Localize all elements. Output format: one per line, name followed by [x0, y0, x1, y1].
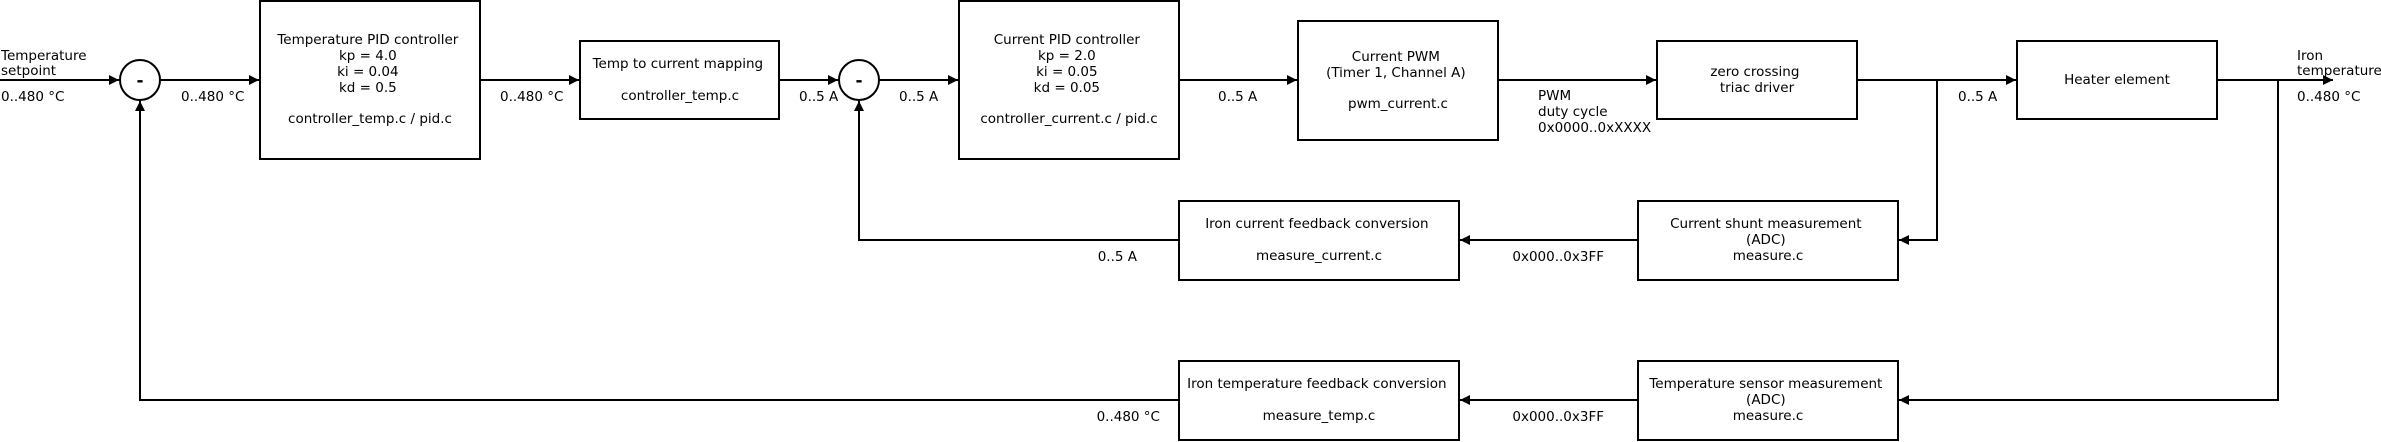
arrow-output-to-temp-sensor	[1899, 80, 2279, 405]
block-label: zero crossing triac driver	[1710, 64, 1803, 96]
block-label: Temperature PID controller kp = 4.0 ki =…	[276, 32, 462, 127]
label-error-range: 0..480 °C	[181, 89, 244, 105]
summing-junction-temperature: -	[119, 59, 161, 101]
label-heater-current-range: 0..5 A	[1958, 89, 1998, 105]
summing-junction-current: -	[838, 59, 880, 101]
arrow-current-fb-to-sum2	[854, 101, 1178, 241]
arrow-temp-fb-to-sum1	[135, 101, 1178, 401]
label-temperature-setpoint: Temperature setpoint	[0, 48, 91, 79]
label-current-error-range: 0..5 A	[899, 89, 939, 105]
label-current-pid-output-range: 0..5 A	[1218, 89, 1258, 105]
label-setpoint-range: 0..480 °C	[1, 89, 64, 105]
label-current-setpoint-range: 0..5 A	[799, 89, 839, 105]
label-temperature-feedback-range: 0..480 °C	[1097, 409, 1160, 425]
sum-sign: -	[136, 71, 143, 91]
label-sensor-adc-range: 0x000..0x3FF	[1512, 409, 1604, 425]
block-heater-element: Heater element	[2016, 40, 2218, 120]
block-temperature-pid-controller: Temperature PID controller kp = 4.0 ki =…	[259, 0, 481, 160]
block-label: Current PWM (Timer 1, Channel A) pwm_cur…	[1326, 49, 1470, 112]
block-current-shunt-measurement: Current shunt measurement (ADC) measure.…	[1637, 200, 1899, 281]
block-current-pwm: Current PWM (Timer 1, Channel A) pwm_cur…	[1297, 20, 1499, 141]
block-zero-crossing-triac-driver: zero crossing triac driver	[1656, 40, 1858, 120]
label-shunt-adc-range: 0x000..0x3FF	[1512, 249, 1604, 265]
block-label: Current PID controller kp = 2.0 ki = 0.0…	[980, 32, 1157, 127]
block-label: Iron current feedback conversion measure…	[1205, 216, 1433, 264]
label-pid-output-range: 0..480 °C	[500, 89, 563, 105]
block-iron-temperature-feedback-conversion: Iron temperature feedback conversion mea…	[1178, 360, 1460, 441]
block-iron-current-feedback-conversion: Iron current feedback conversion measure…	[1178, 200, 1460, 281]
block-label: Iron temperature feedback conversion mea…	[1187, 376, 1451, 424]
label-iron-temperature-range: 0..480 °C	[2297, 89, 2360, 105]
label-pwm-duty-cycle: PWM duty cycle 0x0000..0xXXXX	[1538, 88, 1651, 136]
block-label: Heater element	[2064, 72, 2170, 88]
block-temp-to-current-mapping: Temp to current mapping controller_temp.…	[579, 40, 780, 120]
block-label: Temperature sensor measurement (ADC) mea…	[1648, 376, 1886, 424]
label-iron-temperature: Iron temperature	[2297, 48, 2381, 79]
block-label: Current shunt measurement (ADC) measure.…	[1670, 216, 1866, 264]
sum-sign: -	[855, 71, 862, 91]
block-temperature-sensor-measurement: Temperature sensor measurement (ADC) mea…	[1637, 360, 1899, 441]
label-current-feedback-range: 0..5 A	[1098, 249, 1138, 265]
block-label: Temp to current mapping controller_temp.…	[592, 56, 768, 104]
arrow-triac-to-current-shunt	[1899, 80, 1938, 245]
block-current-pid-controller: Current PID controller kp = 2.0 ki = 0.0…	[958, 0, 1180, 160]
